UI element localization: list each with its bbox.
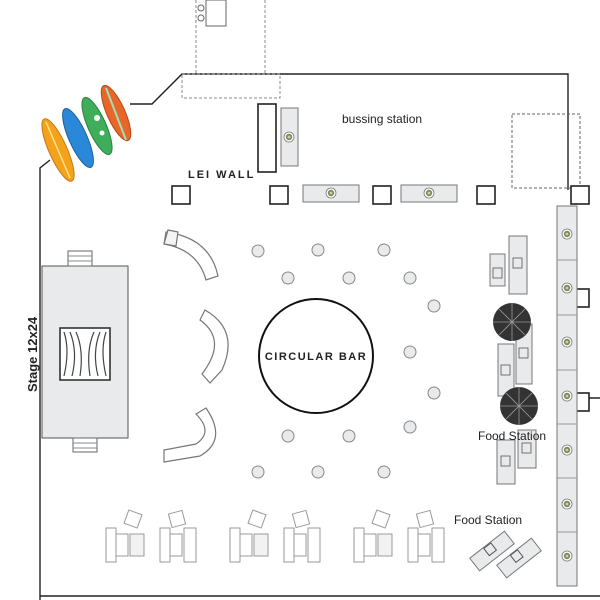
surfboard-decor [41,84,132,182]
lounge-seating [105,509,445,563]
food-station-1-label: Food Station [478,429,546,443]
circular-bar [258,298,374,414]
right-buffet-line [556,205,578,587]
curtain-icon [59,327,111,381]
cocktail-tables [251,243,441,479]
stage [41,250,129,453]
stage-label: Stage 12x24 [25,316,40,392]
lei-wall-panel [257,103,277,173]
curved-sofas [163,229,229,463]
lei-wall-label: LEI WALL [188,169,255,181]
circular-bar-label: CIRCULAR BAR [265,351,367,363]
entry-corridor [181,0,281,99]
umbrella-icon [500,387,538,425]
food-station-1 [489,235,538,485]
bussing-station-label: bussing station [342,112,422,126]
umbrella-icon [493,303,531,341]
bussing-table [280,107,299,167]
storage-area [511,113,581,189]
food-station-2 [469,530,542,579]
food-station-2-label: Food Station [454,513,522,527]
display-tables-top [302,184,458,203]
